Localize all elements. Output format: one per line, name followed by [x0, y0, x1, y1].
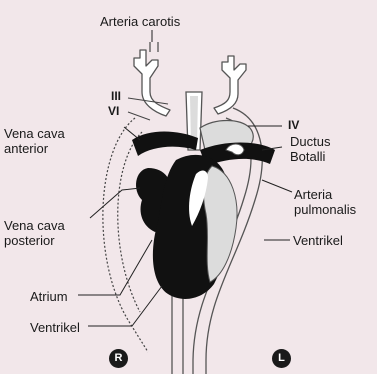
label-arteria-carotis: Arteria carotis	[100, 14, 180, 29]
label-ventrikel-left: Ventrikel	[30, 320, 80, 335]
dotted-vein-outline-inner	[118, 132, 142, 312]
left-side-marker: L	[272, 349, 291, 368]
label-arch-iii: III	[111, 89, 121, 104]
label-ventrikel-right: Ventrikel	[293, 233, 343, 248]
anterior-vena-cava	[132, 132, 198, 157]
label-ductus-botalli: Ductus Botalli	[290, 134, 330, 164]
label-arch-iv: IV	[288, 118, 299, 133]
label-vena-cava-anterior: Vena cava anterior	[4, 126, 65, 156]
right-side-marker: R	[109, 349, 128, 368]
label-vena-cava-posterior: Vena cava posterior	[4, 218, 65, 248]
ventricle-grey	[204, 166, 237, 282]
label-arteria-pulmonalis: Arteria pulmonalis	[294, 187, 356, 217]
posterior-vena-cava	[172, 290, 183, 374]
label-arch-vi: VI	[108, 104, 119, 119]
label-atrium: Atrium	[30, 289, 68, 304]
arch-vi-line	[128, 112, 150, 120]
